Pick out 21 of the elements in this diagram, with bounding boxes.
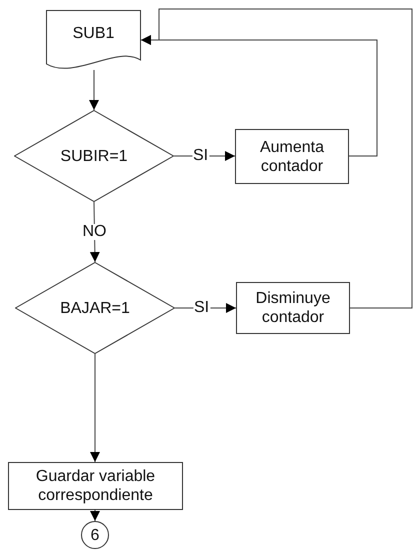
document-shape bbox=[46, 10, 141, 70]
arrow bbox=[89, 70, 99, 110]
node-text: Guardar variable correspondiente bbox=[34, 467, 156, 505]
decision-diamond bbox=[15, 262, 175, 354]
arrow bbox=[174, 151, 236, 161]
process-box bbox=[235, 129, 349, 184]
edge-label: NO bbox=[82, 224, 108, 240]
process-box bbox=[236, 282, 350, 334]
node-text: SUBIR=1 bbox=[60, 146, 128, 166]
node-text: Aumenta contador bbox=[258, 138, 326, 176]
connector-circle bbox=[81, 521, 109, 549]
process-box bbox=[8, 462, 183, 510]
arrow bbox=[140, 8, 412, 308]
node-text: BAJAR=1 bbox=[60, 298, 130, 318]
arrow bbox=[90, 510, 100, 522]
node-text: SUB1 bbox=[72, 24, 114, 42]
node-text: Disminuye contador bbox=[254, 289, 332, 327]
arrow bbox=[90, 354, 100, 462]
decision-diamond bbox=[14, 110, 174, 202]
arrow bbox=[174, 303, 236, 313]
node-text: 6 bbox=[90, 526, 100, 544]
